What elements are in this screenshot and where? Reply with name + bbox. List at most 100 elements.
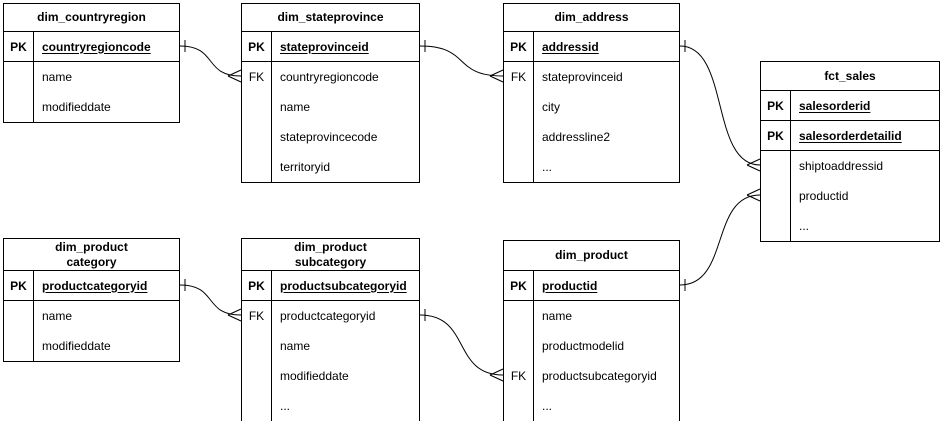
pk-label: PK bbox=[248, 39, 265, 54]
field-name: stateprovinceid bbox=[542, 70, 623, 84]
table-row: modifieddate bbox=[242, 361, 419, 391]
many-marker-prong bbox=[227, 308, 242, 316]
table-row: FK productcategoryid bbox=[242, 301, 419, 331]
field-name: countryregioncode bbox=[280, 70, 379, 84]
field-name: modifieddate bbox=[42, 100, 111, 114]
pk-label: PK bbox=[510, 278, 527, 293]
many-marker-prong bbox=[489, 69, 504, 77]
pk-label: PK bbox=[767, 98, 784, 113]
table-title: dim_stateprovince bbox=[242, 4, 419, 32]
many-marker-prong bbox=[227, 75, 242, 83]
field-name: productid bbox=[542, 278, 598, 293]
edge-dim-stateprovince-to-dim-address[interactable] bbox=[419, 40, 504, 83]
table-row: PK salesorderdetailid bbox=[761, 121, 939, 151]
key-column-divider bbox=[33, 271, 34, 361]
field-name: name bbox=[280, 100, 311, 114]
table-row: ... bbox=[761, 211, 939, 241]
many-marker-prong bbox=[746, 194, 761, 202]
many-marker-prong bbox=[489, 75, 504, 83]
field-name: productsubcategoryid bbox=[280, 278, 407, 293]
table-title: dim_product subcategory bbox=[242, 239, 419, 271]
table-title: dim_address bbox=[504, 4, 679, 32]
fk-label: FK bbox=[248, 70, 265, 84]
edge-dim-product-subcategory-to-dim-product[interactable] bbox=[419, 309, 504, 382]
table-row: stateprovincecode bbox=[242, 122, 419, 152]
key-column-divider bbox=[271, 271, 272, 421]
many-marker-prong bbox=[227, 314, 242, 322]
field-name: stateprovincecode bbox=[280, 130, 378, 144]
fk-label: FK bbox=[248, 309, 265, 323]
edge-dim-product-category-to-dim-product-subcategory[interactable] bbox=[179, 279, 242, 322]
field-name: name bbox=[542, 309, 573, 323]
pk-label: PK bbox=[10, 39, 27, 54]
field-name: name bbox=[42, 70, 73, 84]
field-name: city bbox=[542, 100, 560, 114]
table-row: PK stateprovinceid bbox=[242, 32, 419, 62]
field-name: productcategoryid bbox=[280, 309, 376, 323]
table-row: PK salesorderid bbox=[761, 91, 939, 121]
table-row: PK productsubcategoryid bbox=[242, 271, 419, 301]
field-name: modifieddate bbox=[280, 369, 349, 383]
table-row: PK productcategoryid bbox=[4, 271, 179, 301]
pk-label: PK bbox=[248, 278, 265, 293]
key-column-divider bbox=[790, 91, 791, 241]
field-name: modifieddate bbox=[42, 339, 111, 353]
table-title: dim_product bbox=[504, 241, 679, 271]
field-name: productcategoryid bbox=[42, 278, 148, 293]
table-row: modifieddate bbox=[4, 92, 179, 122]
table-rows: PK countryregioncode name modifieddate bbox=[4, 32, 179, 122]
pk-label: PK bbox=[510, 39, 527, 54]
edge-dim-address-to-fct-sales[interactable] bbox=[679, 40, 761, 172]
edge-dim-product-to-fct-sales[interactable] bbox=[679, 188, 761, 291]
field-name: name bbox=[280, 339, 311, 353]
table-title: dim_product category bbox=[4, 239, 179, 271]
table-row: productmodelid bbox=[504, 331, 679, 361]
table-row: FK countryregioncode bbox=[242, 62, 419, 92]
edge-dim-countryregion-to-dim-stateprovince[interactable] bbox=[179, 40, 242, 83]
table-row: name bbox=[4, 62, 179, 92]
key-column-divider bbox=[533, 271, 534, 421]
pk-label: PK bbox=[767, 128, 784, 143]
table-row: ... bbox=[504, 391, 679, 421]
field-name: countryregioncode bbox=[42, 39, 151, 54]
field-name: productid bbox=[799, 189, 849, 203]
table-row: name bbox=[504, 301, 679, 331]
many-marker-prong bbox=[746, 164, 761, 172]
table-row: ... bbox=[242, 391, 419, 421]
field-name: addressline2 bbox=[542, 130, 611, 144]
field-name: salesorderid bbox=[799, 98, 871, 113]
many-marker-prong bbox=[746, 188, 761, 196]
pk-label: PK bbox=[10, 278, 27, 293]
field-name: stateprovinceid bbox=[280, 39, 369, 54]
many-marker-prong bbox=[489, 374, 504, 382]
field-name: ... bbox=[280, 399, 291, 413]
table-row: modifieddate bbox=[4, 331, 179, 361]
field-name: ... bbox=[542, 160, 553, 174]
field-name: salesorderdetailid bbox=[799, 128, 902, 143]
fk-label: FK bbox=[510, 369, 527, 383]
field-name: productsubcategoryid bbox=[542, 369, 657, 383]
table-title: dim_countryregion bbox=[4, 4, 179, 32]
field-name: shiptoaddressid bbox=[799, 159, 884, 173]
table-row: productid bbox=[761, 181, 939, 211]
key-column-divider bbox=[33, 32, 34, 122]
table-row: name bbox=[4, 301, 179, 331]
table-row: territoryid bbox=[242, 152, 419, 182]
table-rows: PK productcategoryid name modifieddate bbox=[4, 271, 179, 361]
table-row: addressline2 bbox=[504, 122, 679, 152]
key-column-divider bbox=[271, 32, 272, 182]
table-row: name bbox=[242, 331, 419, 361]
